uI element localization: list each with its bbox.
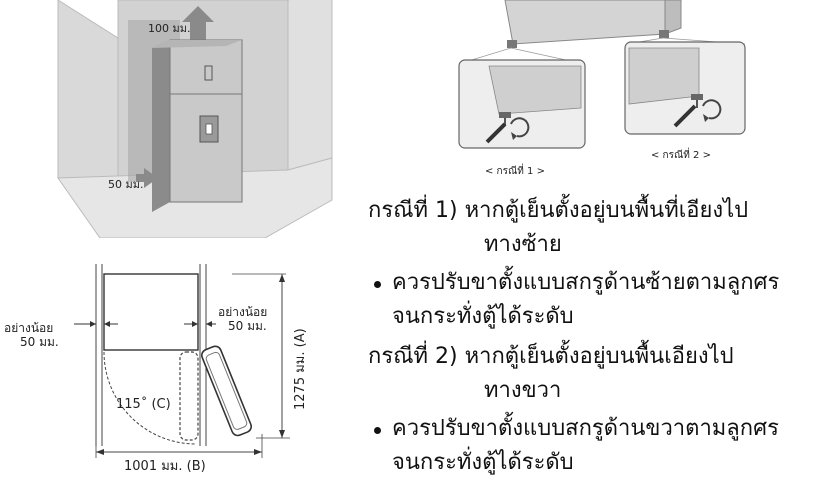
case1-heading-line2: ทางซ้าย (484, 232, 562, 257)
left-clearance-label-line1: อย่างน้อย (4, 321, 53, 335)
width-dimension-label: 1001 มม. (B) (124, 459, 206, 472)
clearance-figure: 100 มม. 50 มม. (57, 0, 333, 238)
right-clearance-label-line2: 50 มม. (228, 319, 267, 333)
case1-bullet-dot (374, 281, 381, 288)
case2-heading-line2: ทางขวา (484, 378, 562, 403)
clearance-side-label: 50 มม. (108, 178, 144, 191)
case2-heading-line1: กรณีที่ 2) หากตู้เย็นตั้งอยู่บนพื้นเอียง… (368, 344, 734, 369)
case1-bullet-line1: ควรปรับขาตั้งแบบสกรูด้านซ้ายตามลูกศร (392, 270, 780, 295)
right-clearance-label-line1: อย่างน้อย (218, 305, 267, 319)
clearance-top-label: 100 มม. (148, 22, 191, 35)
leveling-figure: < กรณีที่ 1 > < กรณีที่ 2 > (458, 0, 746, 177)
case1-bullet-line2: จนกระทั่งตู้ได้ระดับ (392, 304, 574, 329)
door-swing-figure: อย่างน้อย 50 มม. อย่างน้อย 50 มม. 115˚ (… (4, 264, 308, 472)
door-angle-label: 115˚ (C) (116, 396, 171, 412)
case2-bullet-line2: จนกระทั่งตู้ได้ระดับ (392, 450, 574, 475)
case1-caption: < กรณีที่ 1 > (485, 163, 545, 177)
case2-bullet-line1: ควรปรับขาตั้งแบบสกรูด้านขวาตามลูกศร (392, 416, 779, 441)
left-clearance-label-line2: 50 มม. (20, 335, 59, 349)
depth-dimension-label: 1275 มม. (A) (293, 328, 308, 410)
case2-caption: < กรณีที่ 2 > (651, 147, 711, 161)
case2-bullet-dot (374, 427, 381, 434)
case1-heading-line1: กรณีที่ 1) หากตู้เย็นตั้งอยู่บนพื้นที่เอ… (368, 198, 749, 223)
